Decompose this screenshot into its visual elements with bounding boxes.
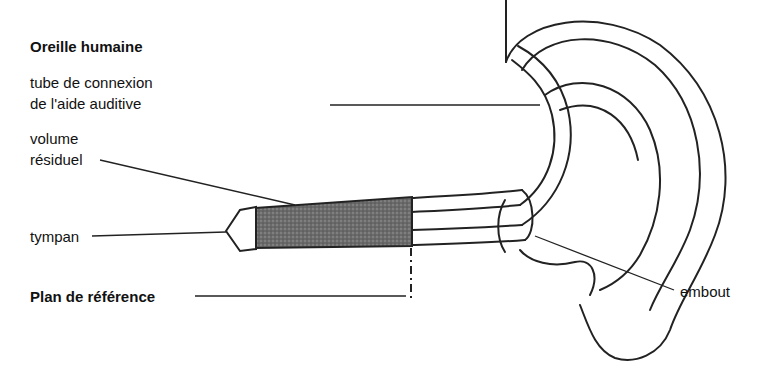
leader-line <box>195 295 406 296</box>
helix-rim <box>522 39 700 310</box>
earmold-outline <box>412 190 522 198</box>
part-label: tympan <box>30 226 110 247</box>
antihelix <box>545 83 660 290</box>
earmold-bore <box>412 205 520 212</box>
leader-line <box>330 104 540 105</box>
helix-outline <box>506 22 726 360</box>
part-label: tube de connexion de l'aide auditive <box>30 72 172 114</box>
connection-tube <box>518 46 571 225</box>
leader-line <box>535 236 674 290</box>
leader-line <box>92 232 226 236</box>
reference-plane <box>410 248 412 302</box>
part-label: embout <box>680 281 770 302</box>
earmold-outline <box>522 190 533 240</box>
leader-line <box>100 160 295 205</box>
connection-tube <box>512 60 554 205</box>
earmold-bore <box>412 225 522 230</box>
antitragus <box>520 250 594 295</box>
part-label: Plan de référence <box>30 286 200 307</box>
residual-volume <box>255 197 412 248</box>
head-outline <box>505 0 507 62</box>
part-label: volume résiduel <box>30 128 110 170</box>
earmold-outline <box>412 240 525 245</box>
eardrum <box>226 207 256 251</box>
diagram-title: Oreille humaine <box>30 36 143 57</box>
